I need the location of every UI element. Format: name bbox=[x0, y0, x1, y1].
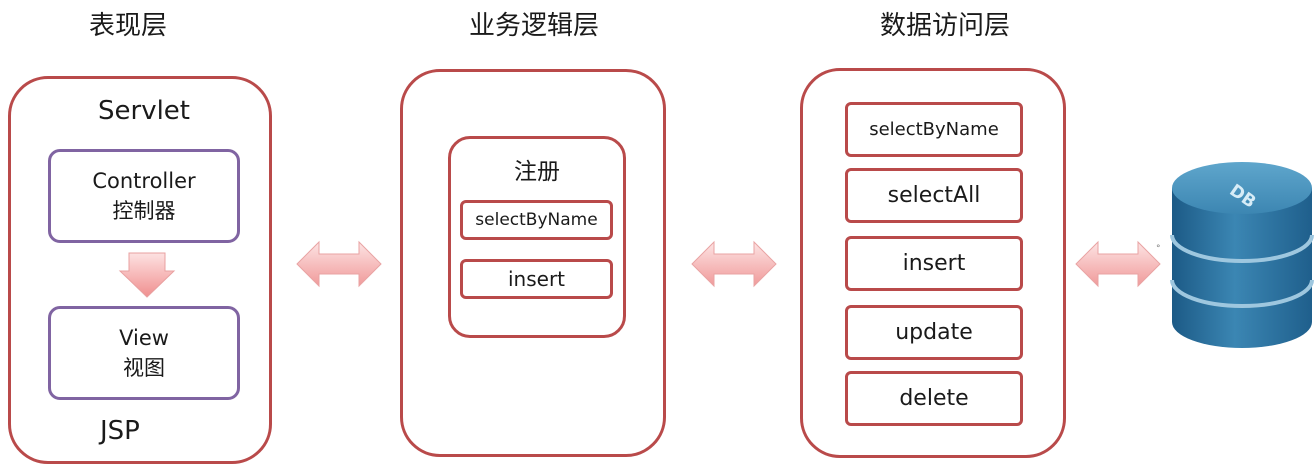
double-arrow-icon bbox=[691, 240, 777, 288]
dao-method-insert: insert bbox=[845, 236, 1023, 291]
view-cn-label: 视图 bbox=[123, 356, 165, 380]
double-arrow-icon bbox=[296, 240, 382, 288]
dao-method-label: selectAll bbox=[887, 183, 981, 208]
controller-label: Controller bbox=[92, 169, 196, 193]
presentation-layer-title: 表现层 bbox=[88, 11, 167, 41]
dao-method-update: update bbox=[845, 305, 1023, 360]
jsp-label: JSP bbox=[100, 416, 140, 446]
business-method-selectbyname: selectByName bbox=[460, 200, 613, 240]
data-access-layer-title: 数据访问层 bbox=[879, 11, 1010, 41]
business-method-insert: insert bbox=[460, 259, 613, 299]
dao-method-delete: delete bbox=[845, 371, 1023, 426]
connector-dot: ° bbox=[1156, 244, 1161, 254]
view-label: View bbox=[119, 326, 169, 350]
servlet-label: Servlet bbox=[98, 96, 190, 126]
database-icon: DB bbox=[1170, 162, 1314, 348]
business-method-label: insert bbox=[507, 267, 566, 291]
view-box: View 视图 bbox=[48, 306, 240, 400]
dao-method-label: delete bbox=[899, 386, 969, 411]
double-arrow-icon bbox=[1075, 240, 1161, 288]
controller-box: Controller 控制器 bbox=[48, 149, 240, 243]
business-layer-title: 业务逻辑层 bbox=[468, 11, 599, 41]
controller-cn-label: 控制器 bbox=[112, 199, 176, 223]
dao-method-label: selectByName bbox=[869, 119, 999, 140]
business-method-label: selectByName bbox=[475, 210, 598, 230]
register-service-label: 注册 bbox=[514, 159, 560, 185]
dao-method-selectall: selectAll bbox=[845, 168, 1023, 223]
dao-method-selectbyname: selectByName bbox=[845, 102, 1023, 157]
dao-method-label: insert bbox=[902, 251, 966, 276]
down-arrow-icon bbox=[118, 252, 176, 298]
dao-method-label: update bbox=[895, 320, 973, 345]
